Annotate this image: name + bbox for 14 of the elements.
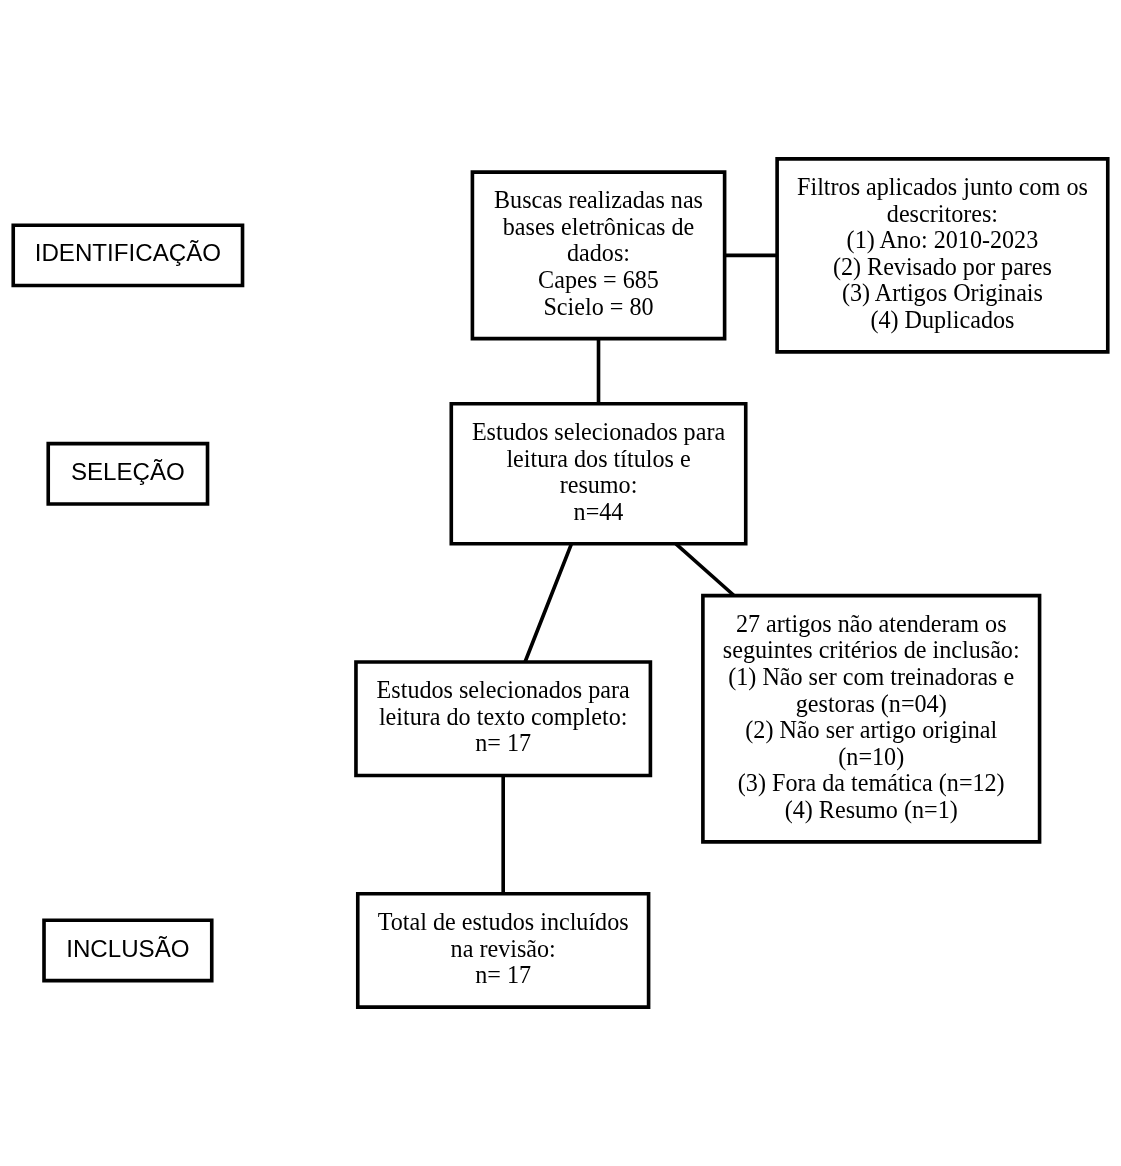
node-box: Total de estudos incluídos na revisão: n= 17 <box>355 891 651 1009</box>
node-box: IDENTIFICAÇÃO <box>11 223 245 288</box>
connector <box>523 543 574 663</box>
node-box: Estudos selecionados para leitura dos títulos e resumo: n=44 <box>449 402 748 546</box>
connector <box>596 338 601 404</box>
node-box: SELEÇÃO <box>46 441 210 506</box>
node-box: Filtros aplicados junto com os descritores: (1) Ano: 2010-2023 (2) Revisado por pares (3) Artigos Originais (4) Duplicados <box>775 157 1110 354</box>
connector <box>501 776 505 894</box>
node-box: INCLUSÃO <box>42 918 214 983</box>
node-box: 27 artigos não atenderam os seguintes critérios de inclusão: (1) Não ser com treinadoras e gestoras (n=04) (2) Não ser artigo original (n=10) (3) Fora da temática (n=12) (4) Resumo (n=1) <box>701 593 1042 844</box>
connector <box>724 253 778 258</box>
node-box: Estudos selecionados para leitura do texto completo: n= 17 <box>354 660 653 778</box>
connector <box>674 542 735 597</box>
node-box: Buscas realizadas nas bases eletrônicas de dados: Capes = 685 Scielo = 80 <box>470 170 727 341</box>
